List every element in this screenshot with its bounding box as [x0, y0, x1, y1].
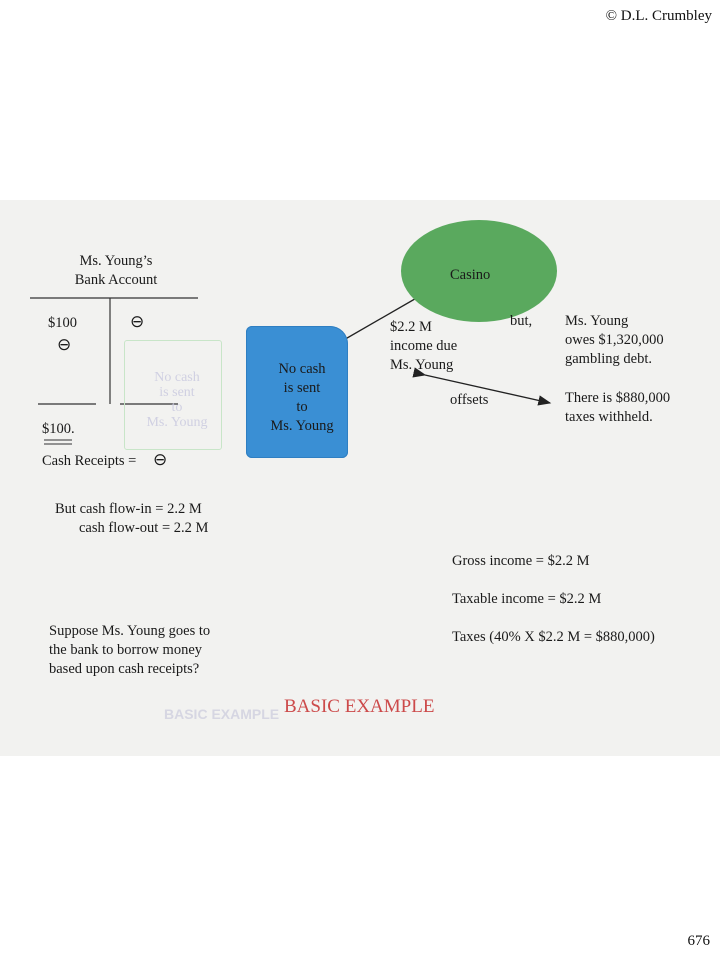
- minus-circle-icon: ⊖: [57, 335, 72, 355]
- income-due-line1: $2.2 M: [390, 319, 432, 335]
- account-title-line1: Ms. Young’s: [79, 253, 153, 269]
- account-title-line2: Bank Account: [74, 272, 158, 288]
- cash-flow-out: cash flow-out = 2.2 M: [79, 520, 209, 536]
- ghost-box-line4: Ms. Young: [146, 415, 208, 430]
- cash-receipts-label: Cash Receipts =: [42, 453, 137, 469]
- offsets-label: offsets: [450, 392, 489, 408]
- casino-oval: [401, 220, 557, 322]
- cash-flow-in: But cash flow-in = 2.2 M: [55, 501, 202, 517]
- no-cash-line2: is sent: [283, 380, 321, 396]
- ghost-box-line1: No cash: [154, 370, 200, 385]
- casino-to-box-arrow: [333, 295, 421, 346]
- ghost-box-line2: is sent: [159, 385, 195, 400]
- copyright-notice: © D.L. Crumbley: [605, 8, 712, 24]
- ghost-box: [124, 340, 222, 450]
- ghost-example-title: BASIC EXAMPLE: [164, 706, 280, 722]
- scanned-slide: [0, 200, 720, 756]
- withheld-line1: There is $880,000: [565, 390, 671, 406]
- casino-label: Casino: [450, 267, 491, 283]
- ghost-box-line3: to: [171, 400, 183, 415]
- question-line1: Suppose Ms. Young goes to: [49, 623, 211, 639]
- no-cash-box: [246, 326, 348, 458]
- debt-line3: gambling debt.: [565, 351, 652, 367]
- minus-circle-icon: ⊖: [130, 312, 145, 332]
- debt-line1: Ms. Young: [565, 313, 629, 329]
- withheld-line2: taxes withheld.: [565, 409, 653, 425]
- minus-circle-icon: ⊖: [153, 450, 168, 470]
- no-cash-line3: to: [296, 399, 308, 415]
- taxable-income: Taxable income = $2.2 M: [452, 591, 602, 607]
- debt-line2: owes $1,320,000: [565, 332, 664, 348]
- question-line3: based upon cash receipts?: [49, 661, 200, 677]
- page-number: 676: [687, 933, 711, 949]
- but-label: but,: [510, 313, 533, 329]
- no-cash-line1: No cash: [278, 361, 326, 377]
- gross-income: Gross income = $2.2 M: [452, 553, 590, 569]
- no-cash-line4: Ms. Young: [270, 418, 334, 434]
- income-due-line3: Ms. Young: [390, 357, 454, 373]
- question-line2: the bank to borrow money: [49, 642, 203, 658]
- income-due-line2: income due: [390, 338, 458, 354]
- offsets-arrow: [412, 367, 552, 406]
- account-balance: $100.: [42, 421, 75, 437]
- taxes: Taxes (40% X $2.2 M = $880,000): [452, 629, 655, 645]
- basic-example-title: BASIC EXAMPLE: [284, 696, 435, 717]
- debit-amount: $100: [48, 315, 77, 331]
